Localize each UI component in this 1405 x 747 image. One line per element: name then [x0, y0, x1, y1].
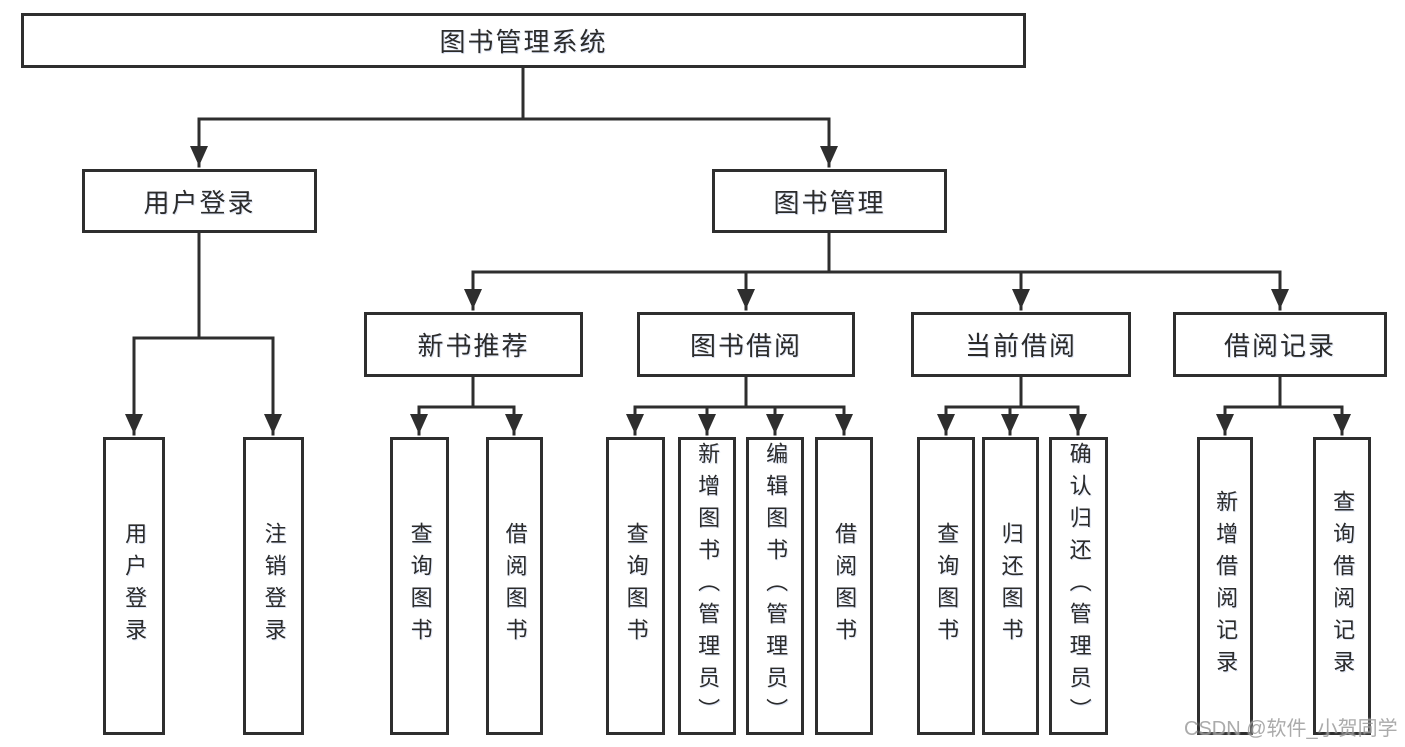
leaf-confirm-return-admin: 确认归还（管理员）	[1049, 437, 1108, 735]
leaf-label: 用户登录	[122, 522, 148, 650]
node-label: 图书管理	[773, 187, 886, 218]
leaf-label: 查询图书	[623, 522, 649, 650]
node-user-login-branch: 用户登录	[82, 169, 317, 233]
leaf-label: 借阅图书	[502, 522, 528, 650]
node-label: 新书推荐	[417, 331, 530, 361]
node-library-management-system: 图书管理系统	[21, 13, 1026, 68]
node-label: 用户登录	[143, 187, 256, 218]
leaf-query-books-recommend: 查询图书	[390, 437, 449, 735]
leaf-borrow-books-recommend: 借阅图书	[486, 437, 543, 735]
leaf-edit-books-admin: 编辑图书（管理员）	[746, 437, 804, 735]
leaf-logout: 注销登录	[243, 437, 304, 735]
leaf-label: 新增图书（管理员）	[695, 442, 721, 730]
leaf-label: 查询图书	[407, 522, 433, 650]
node-book-management: 图书管理	[712, 169, 947, 233]
connector-user-login-to-leaves	[125, 231, 282, 436]
connector-current-borrowing-to-leaves	[937, 375, 1087, 436]
connector-book-borrowing-to-leaves	[626, 375, 853, 436]
leaf-query-books-borrowing: 查询图书	[606, 437, 665, 735]
connector-new-book-recommendation-to-leaves	[410, 375, 523, 436]
leaf-label: 编辑图书（管理员）	[763, 442, 789, 730]
connector-borrowing-records-to-leaves	[1216, 375, 1351, 436]
connector-book-management-to-level3	[464, 231, 1289, 311]
node-book-borrowing: 图书借阅	[637, 312, 855, 377]
connector-root-to-level2	[190, 66, 838, 168]
node-borrowing-records: 借阅记录	[1173, 312, 1387, 377]
leaf-label: 确认归还（管理员）	[1066, 442, 1092, 730]
leaf-query-borrow-record: 查询借阅记录	[1313, 437, 1371, 735]
leaf-label: 查询图书	[934, 522, 960, 650]
leaf-add-books-admin: 新增图书（管理员）	[678, 437, 736, 735]
leaf-user-login: 用户登录	[103, 437, 165, 735]
leaf-query-books-current: 查询图书	[917, 437, 975, 735]
node-label: 图书管理系统	[439, 27, 608, 57]
leaf-add-borrow-record: 新增借阅记录	[1197, 437, 1253, 735]
leaf-label: 注销登录	[261, 522, 287, 650]
leaf-return-books: 归还图书	[982, 437, 1039, 735]
node-label: 当前借阅	[964, 331, 1077, 361]
node-label: 图书借阅	[689, 331, 802, 361]
node-label: 借阅记录	[1223, 331, 1336, 361]
leaf-borrow-books-borrowing: 借阅图书	[815, 437, 873, 735]
node-new-book-recommendation: 新书推荐	[364, 312, 583, 377]
leaf-label: 借阅图书	[832, 522, 858, 650]
csdn-watermark: CSDN @软件_小贺同学	[1184, 718, 1398, 740]
node-current-borrowing: 当前借阅	[911, 312, 1131, 377]
leaf-label: 查询借阅记录	[1330, 490, 1356, 682]
leaf-label: 新增借阅记录	[1213, 490, 1239, 682]
leaf-label: 归还图书	[998, 522, 1024, 650]
